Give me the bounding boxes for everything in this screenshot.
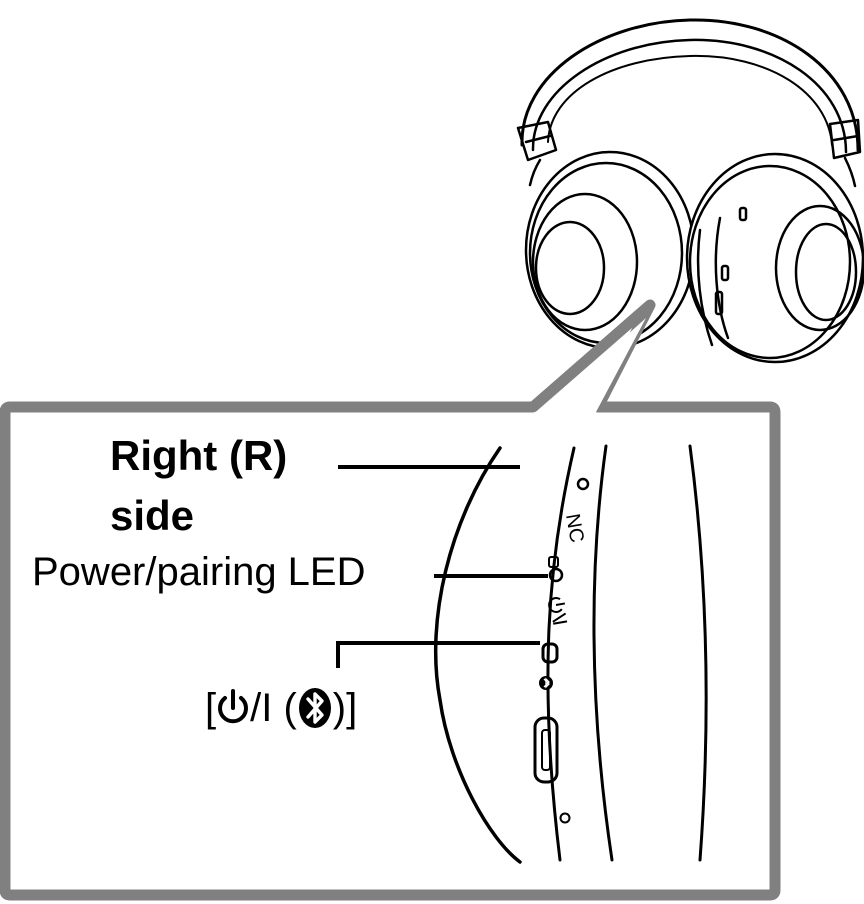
button-label-close: )]: [332, 686, 358, 730]
button-leader: [336, 641, 540, 668]
leader-lines: [336, 465, 548, 668]
button-label-open: [: [205, 686, 217, 730]
callout-frame: [0, 299, 781, 901]
headphones-illustration: [516, 18, 864, 364]
nc-marking: NC: [561, 512, 588, 544]
earcup-closeup: [433, 444, 708, 864]
side-label-line2: side: [110, 492, 195, 539]
side-label: Right (R) side: [110, 426, 287, 546]
led-label: Power/pairing LED: [32, 550, 366, 594]
side-label-line1: Right (R): [110, 432, 288, 479]
power-button-label: [ /I ( )]: [205, 686, 357, 730]
power-icon: [548, 596, 568, 625]
button-label-sep: /I (: [250, 686, 297, 730]
bluetooth-icon: [298, 688, 331, 728]
power-icon: [218, 689, 249, 724]
bluetooth-icon: [539, 676, 553, 690]
